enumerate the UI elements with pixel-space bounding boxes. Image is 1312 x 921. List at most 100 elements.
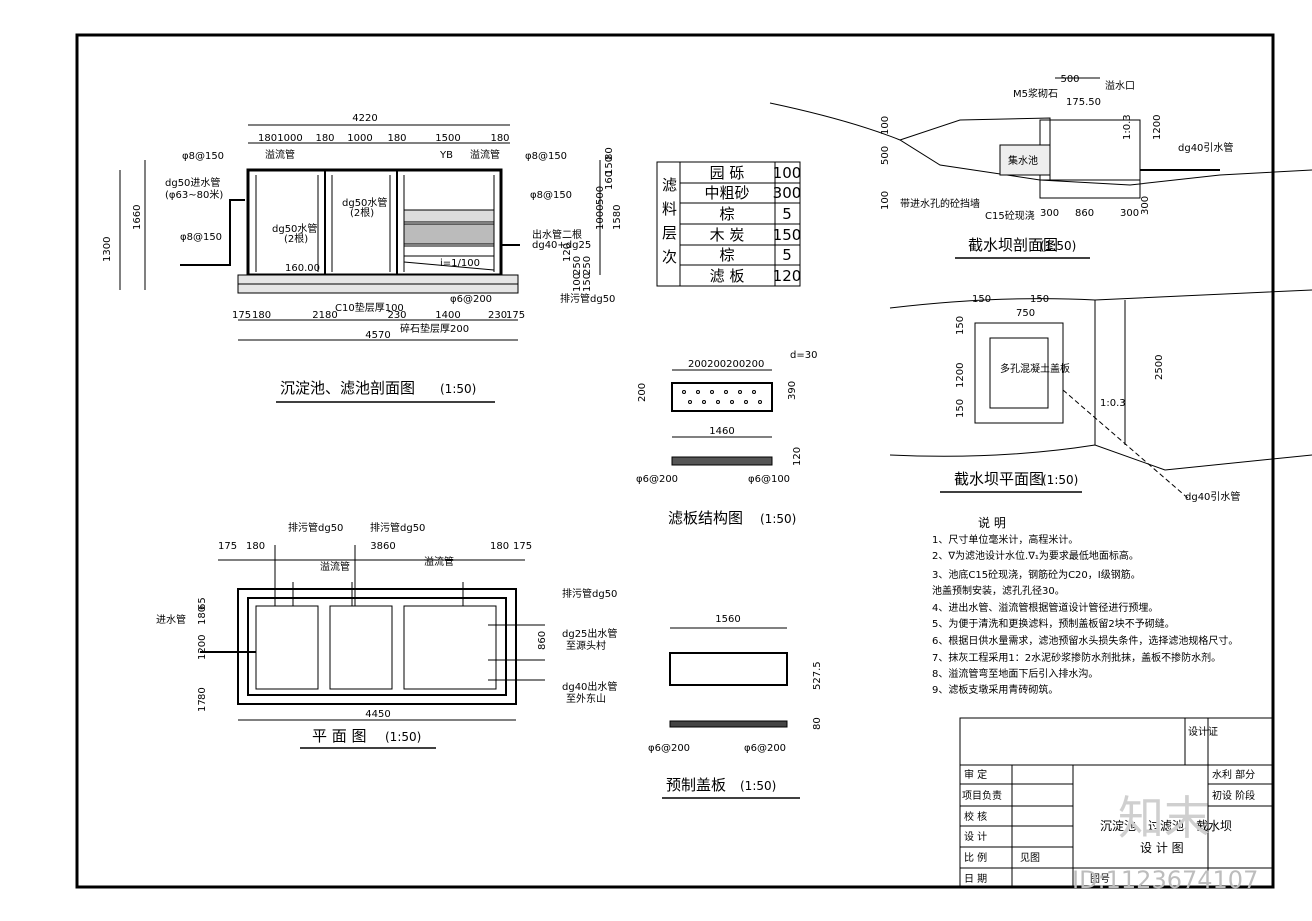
plan-h1200: 1200: [197, 635, 208, 660]
media-row-name: 滤 板: [710, 267, 745, 285]
tb-dept: 水利 部分: [1212, 768, 1255, 781]
tb-review: 审 定: [964, 768, 987, 781]
section-view: [119, 124, 601, 341]
dp-slope: 1:0.3: [1100, 398, 1126, 409]
label-rebar-tr: φ8@150: [525, 151, 567, 162]
dam-plan-title: 截水坝平面图: [954, 470, 1044, 488]
label-elev: 160.00: [285, 263, 320, 274]
rdim: 150: [604, 156, 615, 175]
rdim: 250: [572, 256, 583, 275]
plan-t180r: 180: [490, 541, 509, 552]
tb-no: 图号: [1090, 873, 1110, 885]
dam-plan-drawing: [889, 289, 1312, 501]
rdim: 80: [604, 147, 615, 160]
media-row-name: 园 砾: [710, 164, 745, 182]
dam-h100: 100: [880, 116, 891, 135]
fp-h2: 390: [787, 381, 798, 400]
media-label-4: 次: [662, 248, 677, 266]
media-row-val: 100: [773, 164, 802, 182]
note-item: 9、滤板支墩采用青砖砌筑。: [932, 683, 1058, 696]
dim-b230: 230: [387, 310, 406, 321]
dim-1000a: 1000: [277, 133, 302, 144]
dam-bottom: 带进水孔的砼挡墙: [900, 197, 980, 210]
label-out1: 出水管二根: [532, 228, 582, 241]
plan-w: 4450: [365, 709, 390, 720]
dam-section-drawing: [769, 77, 1312, 199]
rdim: 250: [582, 256, 593, 275]
note-item: 5、为便于清洗和更换滤料，预制盖板留2块不予砌缝。: [932, 617, 1175, 630]
plan-top: 3860: [370, 541, 395, 552]
label-pipe2: dg50水管: [342, 196, 387, 209]
fp-t: 120: [792, 447, 803, 466]
fp-scale: (1:50): [760, 512, 796, 526]
label-gravel: 碎石垫层厚200: [400, 322, 469, 335]
title-block: [959, 717, 1274, 888]
cover-title: 预制盖板: [666, 776, 726, 794]
dp-h150a: 150: [955, 316, 966, 335]
fp-d: d=30: [790, 350, 817, 361]
plan-out1n: 至源头村: [566, 639, 606, 652]
dam-d300b: 300: [1120, 208, 1139, 219]
dam-section-labels: 500 M5浆砌石 溢水口 175.50 1:0.3 dg40引水管 集水池 带…: [880, 74, 1233, 259]
dam-w500: 500: [1060, 74, 1079, 85]
dp-h150b: 150: [955, 399, 966, 418]
plan-inlet: 进水管: [156, 613, 186, 626]
fp-top: 200200200200: [688, 359, 764, 370]
dp-pipe: dg40引水管: [1185, 490, 1240, 503]
dim-b230r: 230: [488, 310, 507, 321]
dp-h1200: 1200: [955, 363, 966, 388]
dam-section-scale: (1:50): [1040, 239, 1076, 253]
plan-t175: 175: [218, 541, 237, 552]
section-right-dims: 80 150 160 500 1000 120 250 250 100 150: [562, 147, 615, 292]
plan-drain1: 排污管dg50: [288, 521, 343, 534]
dam-stone: M5浆砌石: [1013, 87, 1058, 100]
section-scale: (1:50): [440, 382, 476, 396]
dp-h2500: 2500: [1154, 355, 1165, 380]
fp-title: 滤板结构图: [668, 509, 743, 527]
dam-pool: 集水池: [1008, 154, 1038, 167]
cover-scale: (1:50): [740, 779, 776, 793]
dp-w750: 750: [1016, 308, 1035, 319]
media-row-val: 150: [773, 226, 802, 244]
media-row-val: 5: [782, 205, 792, 223]
tb-scale-val: 见图: [1020, 852, 1040, 864]
dam-d300: 300: [1040, 208, 1059, 219]
label-rebar-l: φ8@150: [180, 232, 222, 243]
plan-h80: 80: [197, 687, 208, 700]
dim-b1400: 1400: [435, 310, 460, 321]
rdim: 150: [582, 273, 593, 292]
label-yb: YB: [439, 150, 453, 161]
dam-plan-scale: (1:50): [1042, 473, 1078, 487]
plan-out2: dg40出水管: [562, 680, 617, 693]
rdim: 120: [562, 243, 573, 262]
dam-c15: C15砼现浇: [985, 209, 1035, 222]
dim-1660: 1660: [132, 205, 143, 230]
media-row-name: 中粗砂: [704, 184, 749, 202]
dam-out: 溢水口: [1105, 79, 1135, 92]
dim-1500: 1500: [435, 133, 460, 144]
label-rebar-r: φ8@150: [530, 190, 572, 201]
media-table: [656, 161, 801, 287]
media-label-3: 层: [662, 224, 677, 242]
dim-1300: 1300: [102, 237, 113, 262]
plan-scale: (1:50): [385, 730, 421, 744]
watermark-logo: 知末: [1118, 791, 1210, 845]
media-label-2: 料: [662, 200, 677, 218]
media-row-name: 棕: [719, 246, 734, 264]
dam-h300: 300: [1140, 196, 1151, 215]
label-overflow1: 溢流管: [265, 148, 295, 161]
label-pipe1n: (2根): [284, 232, 308, 245]
tb-name1: 沉淀池、过滤池、截水坝: [1100, 819, 1232, 833]
plan-drain3: 排污管dg50: [562, 587, 617, 600]
note-item: 3、池底C15砼现浇，钢筋砼为C20，I级钢筋。: [932, 568, 1141, 581]
label-out2: dg40+dg25: [532, 240, 591, 251]
dim-180c: 180: [387, 133, 406, 144]
cover-drawing: [669, 627, 788, 728]
note-item: 1、尺寸单位毫米计，高程米计。: [932, 533, 1078, 546]
notes-title: 说 明: [978, 515, 1006, 530]
plan-t175r: 175: [513, 541, 532, 552]
plan-h180: 180: [197, 606, 208, 625]
dim-180d: 180: [490, 133, 509, 144]
note-item: 2、∇为滤池设计水位.∇₁为要求最低地面标高。: [932, 549, 1139, 562]
note-item: 4、进出水管、溢流管根据管道设计管径进行预埋。: [932, 601, 1158, 614]
